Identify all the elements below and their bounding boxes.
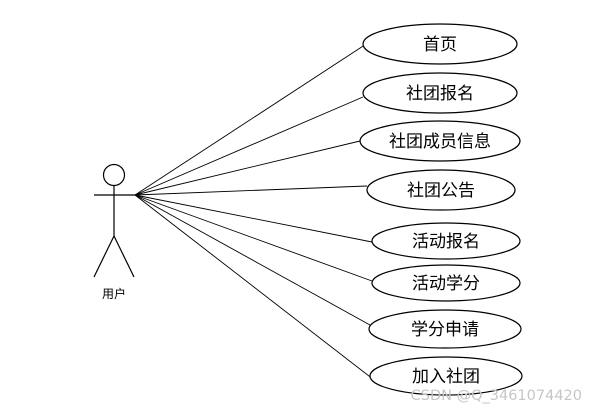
association-line-2 bbox=[134, 140, 361, 196]
use-case-ellipse bbox=[371, 264, 521, 302]
use-case-label: 活动学分 bbox=[412, 274, 480, 294]
association-lines bbox=[134, 34, 381, 384]
association-line-3 bbox=[134, 185, 368, 196]
association-line-5 bbox=[134, 194, 373, 282]
use-case-label: 学分申请 bbox=[411, 320, 479, 340]
use-case-label: 社团报名 bbox=[406, 84, 474, 104]
use-case-label: 社团公告 bbox=[407, 181, 475, 201]
actor-left-leg bbox=[93, 235, 115, 278]
use-case-label: 活动报名 bbox=[412, 232, 480, 252]
use-case-2: 社团成员信息 bbox=[359, 120, 521, 162]
use-case-6: 学分申请 bbox=[368, 309, 522, 349]
use-case-label: 加入社团 bbox=[412, 367, 480, 387]
association-line-1 bbox=[134, 96, 364, 196]
use-case-ellipse bbox=[368, 309, 522, 349]
association-line-6 bbox=[134, 194, 371, 326]
use-case-ellipse bbox=[371, 222, 521, 260]
use-case-label: 社团成员信息 bbox=[389, 132, 491, 152]
actor-right-leg bbox=[113, 235, 135, 278]
actor-stick-figure bbox=[93, 163, 136, 278]
use-case-ellipse bbox=[359, 120, 521, 162]
watermark: CSDN @Q_3461074420 bbox=[411, 388, 582, 404]
use-case-7: 加入社团 bbox=[369, 356, 523, 396]
use-case-1: 社团报名 bbox=[362, 72, 518, 114]
use-case-5: 活动学分 bbox=[371, 264, 521, 302]
use-case-ellipse bbox=[362, 72, 518, 114]
use-case-ellipse bbox=[366, 169, 516, 211]
association-line-7 bbox=[134, 194, 379, 384]
actor-label: 用户 bbox=[102, 286, 126, 301]
use-case-3: 社团公告 bbox=[366, 169, 516, 211]
association-line-0 bbox=[134, 34, 381, 196]
actor-head bbox=[102, 163, 126, 187]
use-case-label: 首页 bbox=[423, 35, 457, 55]
use-case-ellipse bbox=[369, 356, 523, 396]
use-case-0: 首页 bbox=[362, 23, 518, 65]
use-case-4: 活动报名 bbox=[371, 222, 521, 260]
use-case-ellipse bbox=[362, 23, 518, 65]
association-line-4 bbox=[134, 194, 373, 243]
